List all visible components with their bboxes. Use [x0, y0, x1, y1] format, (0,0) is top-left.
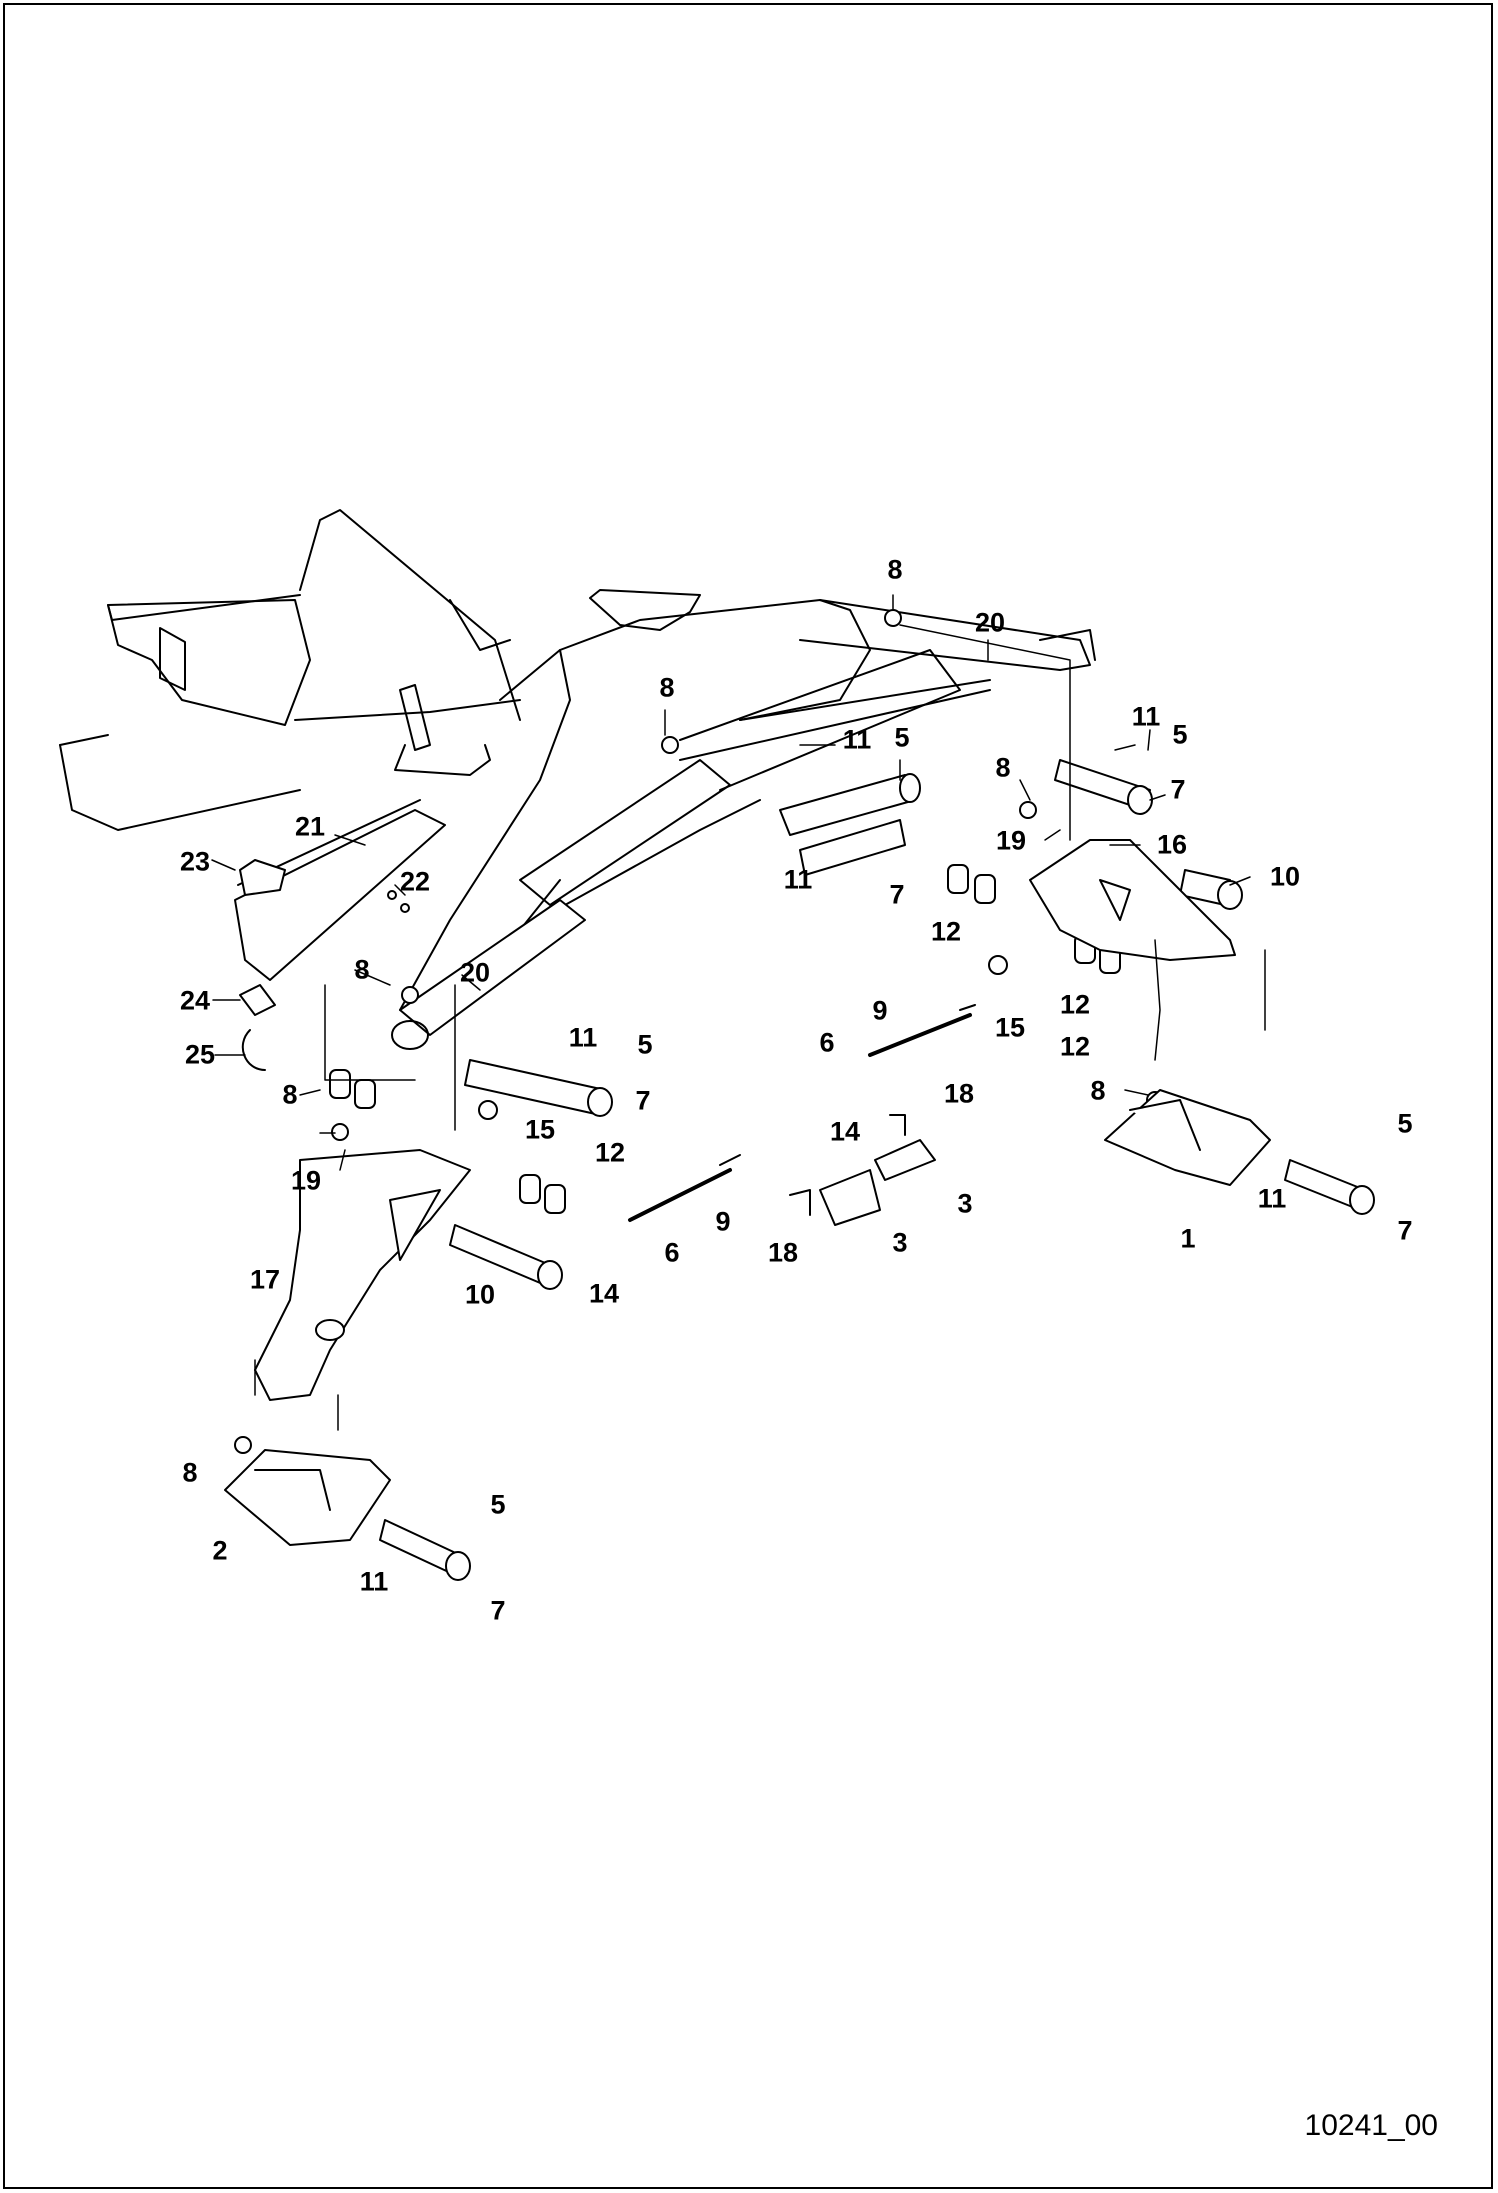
- callout-label: 21: [294, 811, 326, 842]
- callout-label: 25: [184, 1039, 216, 1070]
- callout-brackets: [254, 624, 1266, 1431]
- callout-label: 18: [767, 1237, 799, 1268]
- callout-label: 14: [588, 1278, 620, 1309]
- callout-label: 7: [635, 1085, 651, 1116]
- figure-id: 10241_00: [1304, 2109, 1438, 2142]
- callout-label: 8: [887, 554, 903, 585]
- callout-label: 17: [249, 1264, 281, 1295]
- callout-label: 1: [1180, 1223, 1196, 1254]
- leader-lines: [211, 594, 1251, 1171]
- callout-label: 11: [1257, 1183, 1287, 1214]
- callout-label: 8: [182, 1457, 198, 1488]
- callout-label: 11: [359, 1566, 389, 1597]
- callout-label: 12: [1059, 989, 1091, 1020]
- callout-label: 16: [1156, 829, 1188, 860]
- callout-label: 10: [464, 1279, 496, 1310]
- callout-label: 3: [892, 1227, 908, 1258]
- callout-label: 24: [179, 985, 211, 1016]
- machine-frame: [59, 509, 701, 831]
- lift-arm-links: [254, 839, 1236, 1401]
- callout-label: 7: [490, 1595, 506, 1626]
- callout-label: 2: [212, 1535, 228, 1566]
- callout-label: 19: [290, 1165, 322, 1196]
- callout-label: 11: [1131, 701, 1161, 732]
- callout-label: 12: [1059, 1031, 1091, 1062]
- callout-label: 20: [459, 957, 491, 988]
- loader-boom: [399, 599, 1096, 1021]
- callout-label: 23: [179, 846, 211, 877]
- callout-label: 15: [524, 1114, 556, 1145]
- callout-label: 5: [1397, 1108, 1413, 1139]
- callout-label: 6: [664, 1237, 680, 1268]
- callout-label: 5: [637, 1029, 653, 1060]
- callout-label: 9: [715, 1206, 731, 1237]
- cables-and-plates: [628, 1004, 976, 1226]
- callout-label: 10: [1269, 861, 1301, 892]
- callout-label: 12: [930, 916, 962, 947]
- callout-label: 11: [783, 864, 813, 895]
- callout-label: 8: [1090, 1075, 1106, 1106]
- callout-label: 5: [490, 1489, 506, 1520]
- callout-label: 7: [1397, 1215, 1413, 1246]
- guard-and-hardware: [234, 799, 446, 1071]
- callout-label: 15: [994, 1012, 1026, 1043]
- callout-label: 8: [282, 1079, 298, 1110]
- callout-label: 18: [943, 1078, 975, 1109]
- callout-label: 11: [842, 724, 872, 755]
- callout-label: 3: [957, 1188, 973, 1219]
- callout-label: 8: [659, 672, 675, 703]
- callout-label: 7: [889, 879, 905, 910]
- callout-label: 11: [568, 1022, 598, 1053]
- callout-label: 9: [872, 995, 888, 1026]
- callout-label: 12: [594, 1137, 626, 1168]
- callout-label: 5: [894, 722, 910, 753]
- callout-label: 8: [995, 752, 1011, 783]
- callout-label: 20: [974, 607, 1006, 638]
- callout-label: 22: [399, 866, 431, 897]
- callout-label: 14: [829, 1116, 861, 1147]
- callout-label: 6: [819, 1027, 835, 1058]
- lift-cylinder: [391, 649, 961, 1050]
- drawing-frame: [3, 3, 1493, 2189]
- callout-label: 7: [1170, 774, 1186, 805]
- callout-label: 19: [995, 825, 1027, 856]
- callout-label: 8: [354, 954, 370, 985]
- mounting-brackets: [224, 1089, 1271, 1546]
- callout-label: 5: [1172, 719, 1188, 750]
